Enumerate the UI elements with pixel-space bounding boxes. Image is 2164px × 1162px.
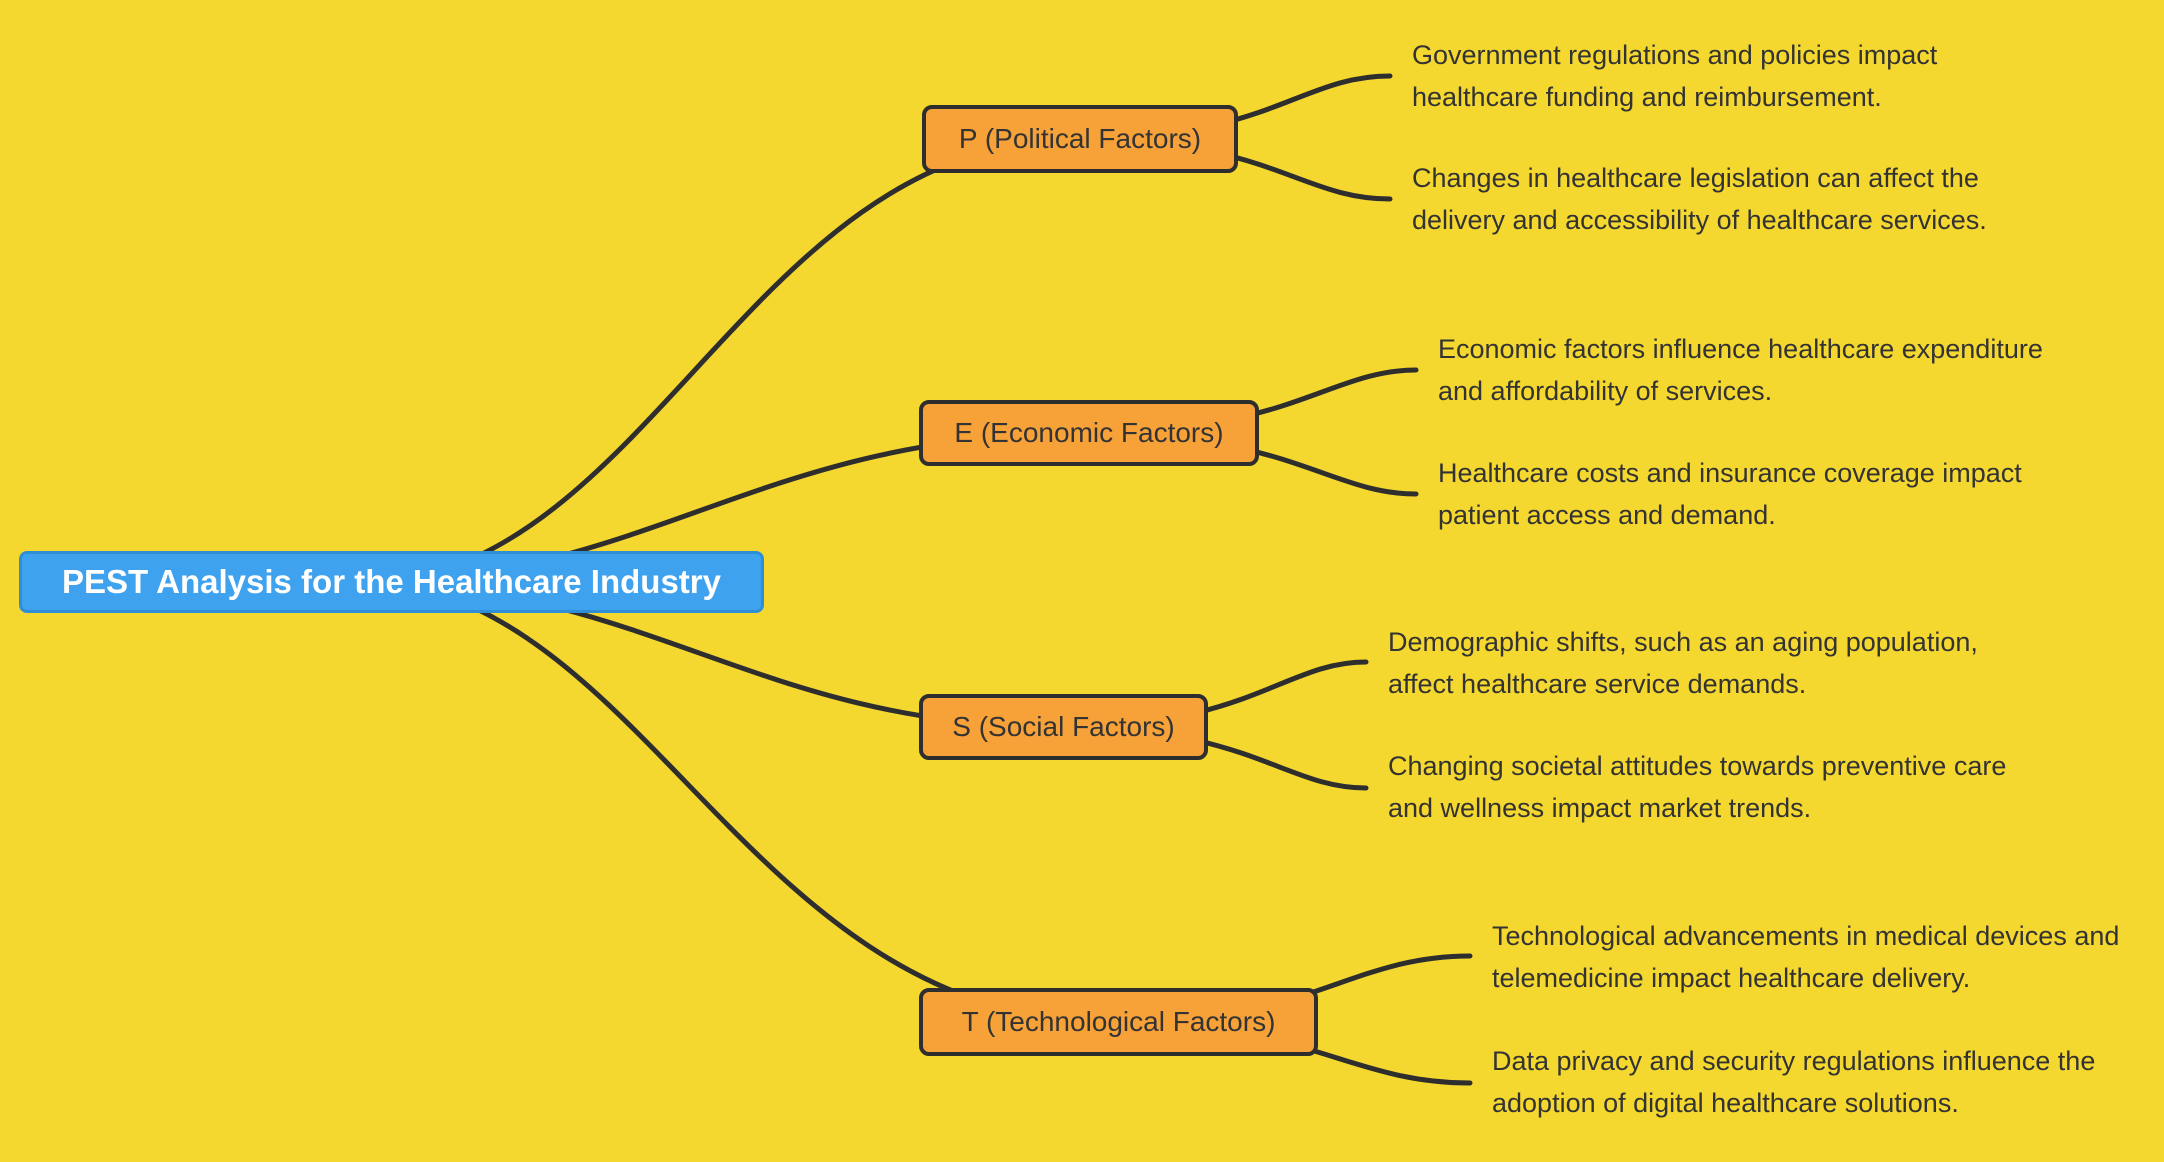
root-node-label: PEST Analysis for the Healthcare Industr… xyxy=(62,563,721,600)
leaf-text-line: Data privacy and security regulations in… xyxy=(1492,1046,2096,1076)
leaf-text-line: patient access and demand. xyxy=(1438,500,1776,530)
branch-node-political: P (Political Factors) xyxy=(922,105,1238,173)
leaf-text-line: Government regulations and policies impa… xyxy=(1412,40,1938,70)
leaf-text-line: and wellness impact market trends. xyxy=(1388,793,1812,823)
edge-root-political xyxy=(389,136,1083,585)
leaf-technological-1: Technological advancements in medical de… xyxy=(1492,915,2119,999)
branch-node-technological-label: T (Technological Factors) xyxy=(961,1006,1276,1037)
leaf-political-1: Government regulations and policies impa… xyxy=(1412,34,1937,118)
leaf-text-line: Technological advancements in medical de… xyxy=(1492,921,2120,951)
branch-node-economic: E (Economic Factors) xyxy=(919,400,1259,466)
leaf-text-line: telemedicine impact healthcare delivery. xyxy=(1492,963,1971,993)
leaf-text-line: Demographic shifts, such as an aging pop… xyxy=(1388,627,1978,657)
leaf-social-1: Demographic shifts, such as an aging pop… xyxy=(1388,621,1978,705)
branch-node-economic-label: E (Economic Factors) xyxy=(954,417,1224,448)
leaf-social-2: Changing societal attitudes towards prev… xyxy=(1388,745,2006,829)
leaf-text-line: and affordability of services. xyxy=(1438,376,1773,406)
leaf-text-line: Changes in healthcare legislation can af… xyxy=(1412,163,1979,193)
leaf-text-line: Changing societal attitudes towards prev… xyxy=(1388,751,2007,781)
branch-node-political-label: P (Political Factors) xyxy=(958,123,1202,154)
branch-node-social-label: S (Social Factors) xyxy=(952,711,1175,742)
leaf-text-line: Economic factors influence healthcare ex… xyxy=(1438,334,2043,364)
leaf-text-line: healthcare funding and reimbursement. xyxy=(1412,82,1882,112)
branch-node-technological: T (Technological Factors) xyxy=(919,988,1318,1056)
leaf-technological-2: Data privacy and security regulations in… xyxy=(1492,1040,2095,1124)
leaf-political-2: Changes in healthcare legislation can af… xyxy=(1412,157,1987,241)
leaf-text-line: delivery and accessibility of healthcare… xyxy=(1412,205,1987,235)
root-node: PEST Analysis for the Healthcare Industr… xyxy=(19,551,764,613)
leaf-economic-1: Economic factors influence healthcare ex… xyxy=(1438,328,2043,412)
leaf-text-line: Healthcare costs and insurance coverage … xyxy=(1438,458,2022,488)
branch-node-social: S (Social Factors) xyxy=(919,694,1208,760)
leaf-text-line: affect healthcare service demands. xyxy=(1388,669,1807,699)
leaf-economic-2: Healthcare costs and insurance coverage … xyxy=(1438,452,2022,536)
leaf-text-line: adoption of digital healthcare solutions… xyxy=(1492,1088,1959,1118)
edge-root-technological xyxy=(389,579,1121,1026)
